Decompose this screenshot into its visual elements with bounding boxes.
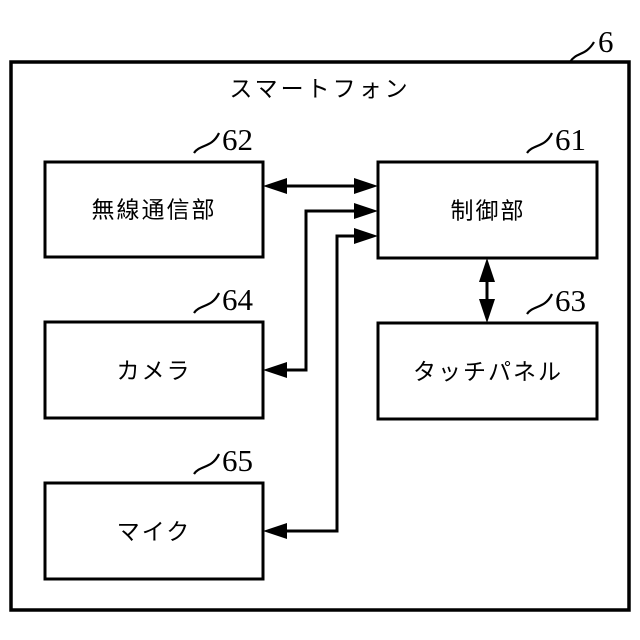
arrow-head-left-microphone [263,523,287,539]
ref-number-wireless: 62 [222,122,253,157]
ref-number-camera: 64 [222,282,254,317]
lead-line-camera [193,292,220,314]
figure-title: スマートフォン [229,77,410,103]
block-label-touch-panel: タッチパネル [413,360,563,386]
lead-line-microphone [193,453,220,475]
lead-line-outer [569,41,595,63]
arrow-head-down-touch-panel [479,299,495,323]
block-camera [43,320,265,420]
block-label-wireless-communication: 無線通信部 [92,198,217,224]
connection-microphone-control [263,228,378,539]
block-control-unit [376,160,599,260]
ref-number-control: 61 [555,122,586,157]
block-touch-panel [376,321,599,421]
block-microphone [43,481,265,581]
arrow-head-right-control-c [354,228,378,244]
ref-number-microphone: 65 [222,443,253,478]
ref-number-touch-panel: 63 [555,283,586,318]
lead-line-touch-panel [526,293,553,315]
lead-line-control [526,132,553,154]
block-label-microphone: マイク [117,520,192,546]
arrow-head-left-camera [263,362,287,378]
lead-line-wireless [193,132,220,154]
arrow-head-up-control [479,258,495,282]
arrow-head-left-wireless [263,178,287,194]
block-wireless-communication [43,160,265,259]
block-label-control-unit: 制御部 [451,199,526,225]
block-label-camera: カメラ [117,359,192,385]
arrow-head-right-control-b [354,203,378,219]
arrow-head-right-control-a [354,178,378,194]
ref-number-outer: 6 [598,24,614,59]
connection-camera-control [263,203,378,378]
connection-control-touch-panel [479,258,495,323]
connection-wireless-control [263,178,378,194]
